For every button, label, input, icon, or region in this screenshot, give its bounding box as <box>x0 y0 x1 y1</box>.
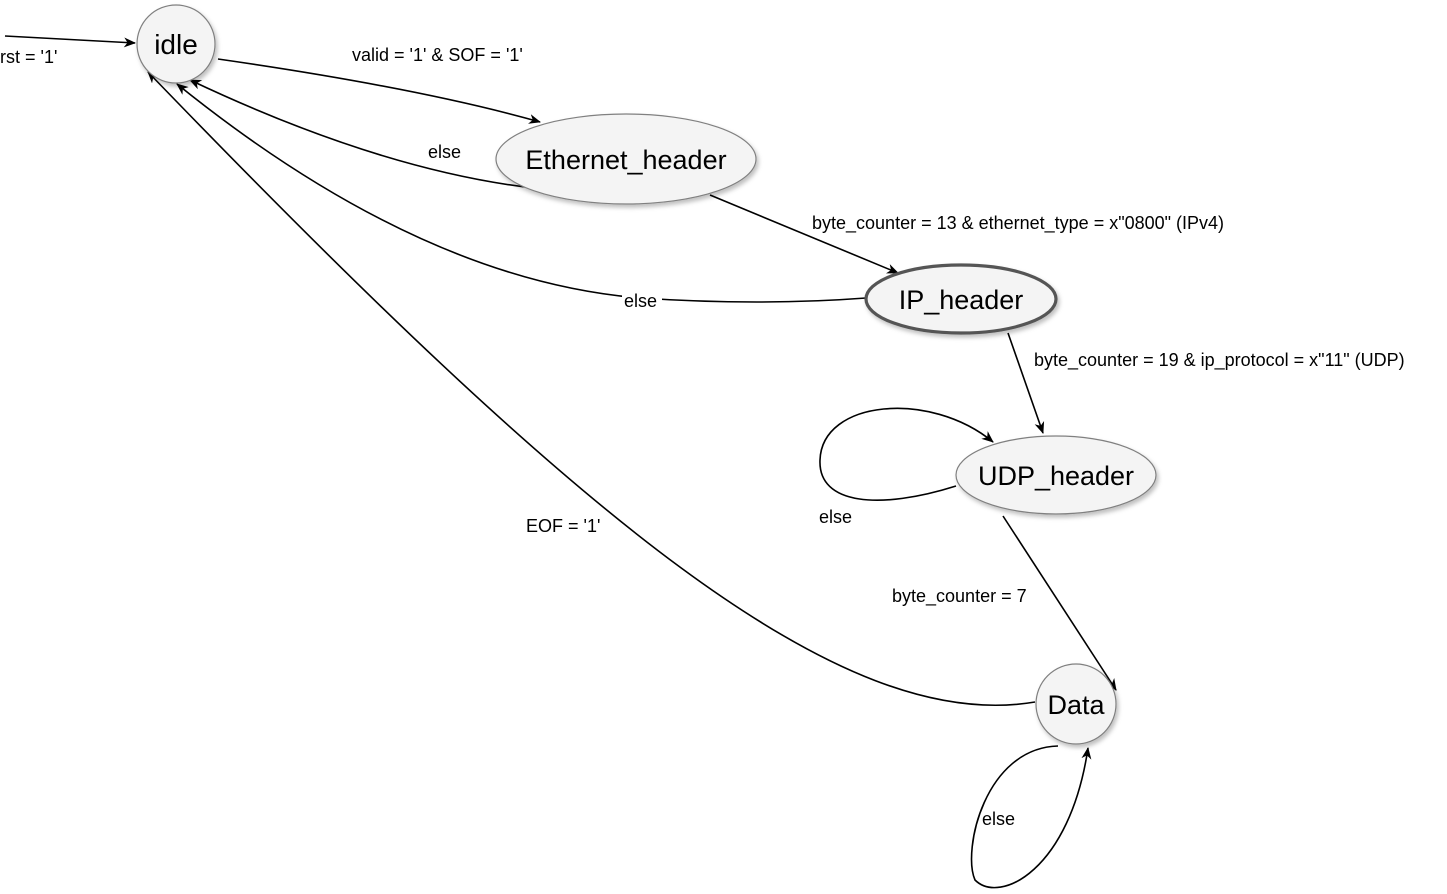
udp-to-data-label: byte_counter = 7 <box>892 586 1027 607</box>
reset-transition-label: rst = '1' <box>0 47 57 67</box>
ethernet-to-ip-label: byte_counter = 13 & ethernet_type = x"08… <box>812 213 1224 234</box>
ip-else-label: else <box>624 291 657 311</box>
state-ip-header-label: IP_header <box>899 285 1024 315</box>
ip-to-udp-arrow <box>1007 332 1045 434</box>
data-else-label: else <box>982 809 1015 829</box>
state-idle: idle <box>136 4 216 84</box>
state-ethernet-header-label: Ethernet_header <box>525 145 726 175</box>
data-eof-label: EOF = '1' <box>526 516 600 536</box>
data-self-loop-arrow <box>970 745 1092 889</box>
data-eof-arrow <box>147 71 1036 707</box>
state-data-label: Data <box>1047 690 1105 720</box>
idle-to-ethernet-label: valid = '1' & SOF = '1' <box>352 45 523 65</box>
reset-transition-arrow <box>4 35 136 48</box>
udp-else-label: else <box>819 507 852 527</box>
ethernet-else-label: else <box>428 142 461 162</box>
udp-self-loop-arrow <box>819 407 994 501</box>
state-data: Data <box>1035 663 1117 745</box>
udp-to-data-arrow <box>1002 515 1117 691</box>
state-ip-header: IP_header <box>864 263 1058 335</box>
ethernet-to-ip-arrow <box>709 194 899 274</box>
ethernet-else-arrow <box>189 79 534 189</box>
state-ethernet-header: Ethernet_header <box>495 113 757 205</box>
ip-to-udp-label: byte_counter = 19 & ip_protocol = x"11" … <box>1034 350 1405 371</box>
state-udp-header-label: UDP_header <box>978 461 1134 491</box>
state-idle-label: idle <box>154 29 198 60</box>
ip-else-arrow <box>176 83 867 303</box>
state-udp-header: UDP_header <box>955 435 1157 515</box>
idle-to-ethernet-arrow <box>217 58 541 124</box>
